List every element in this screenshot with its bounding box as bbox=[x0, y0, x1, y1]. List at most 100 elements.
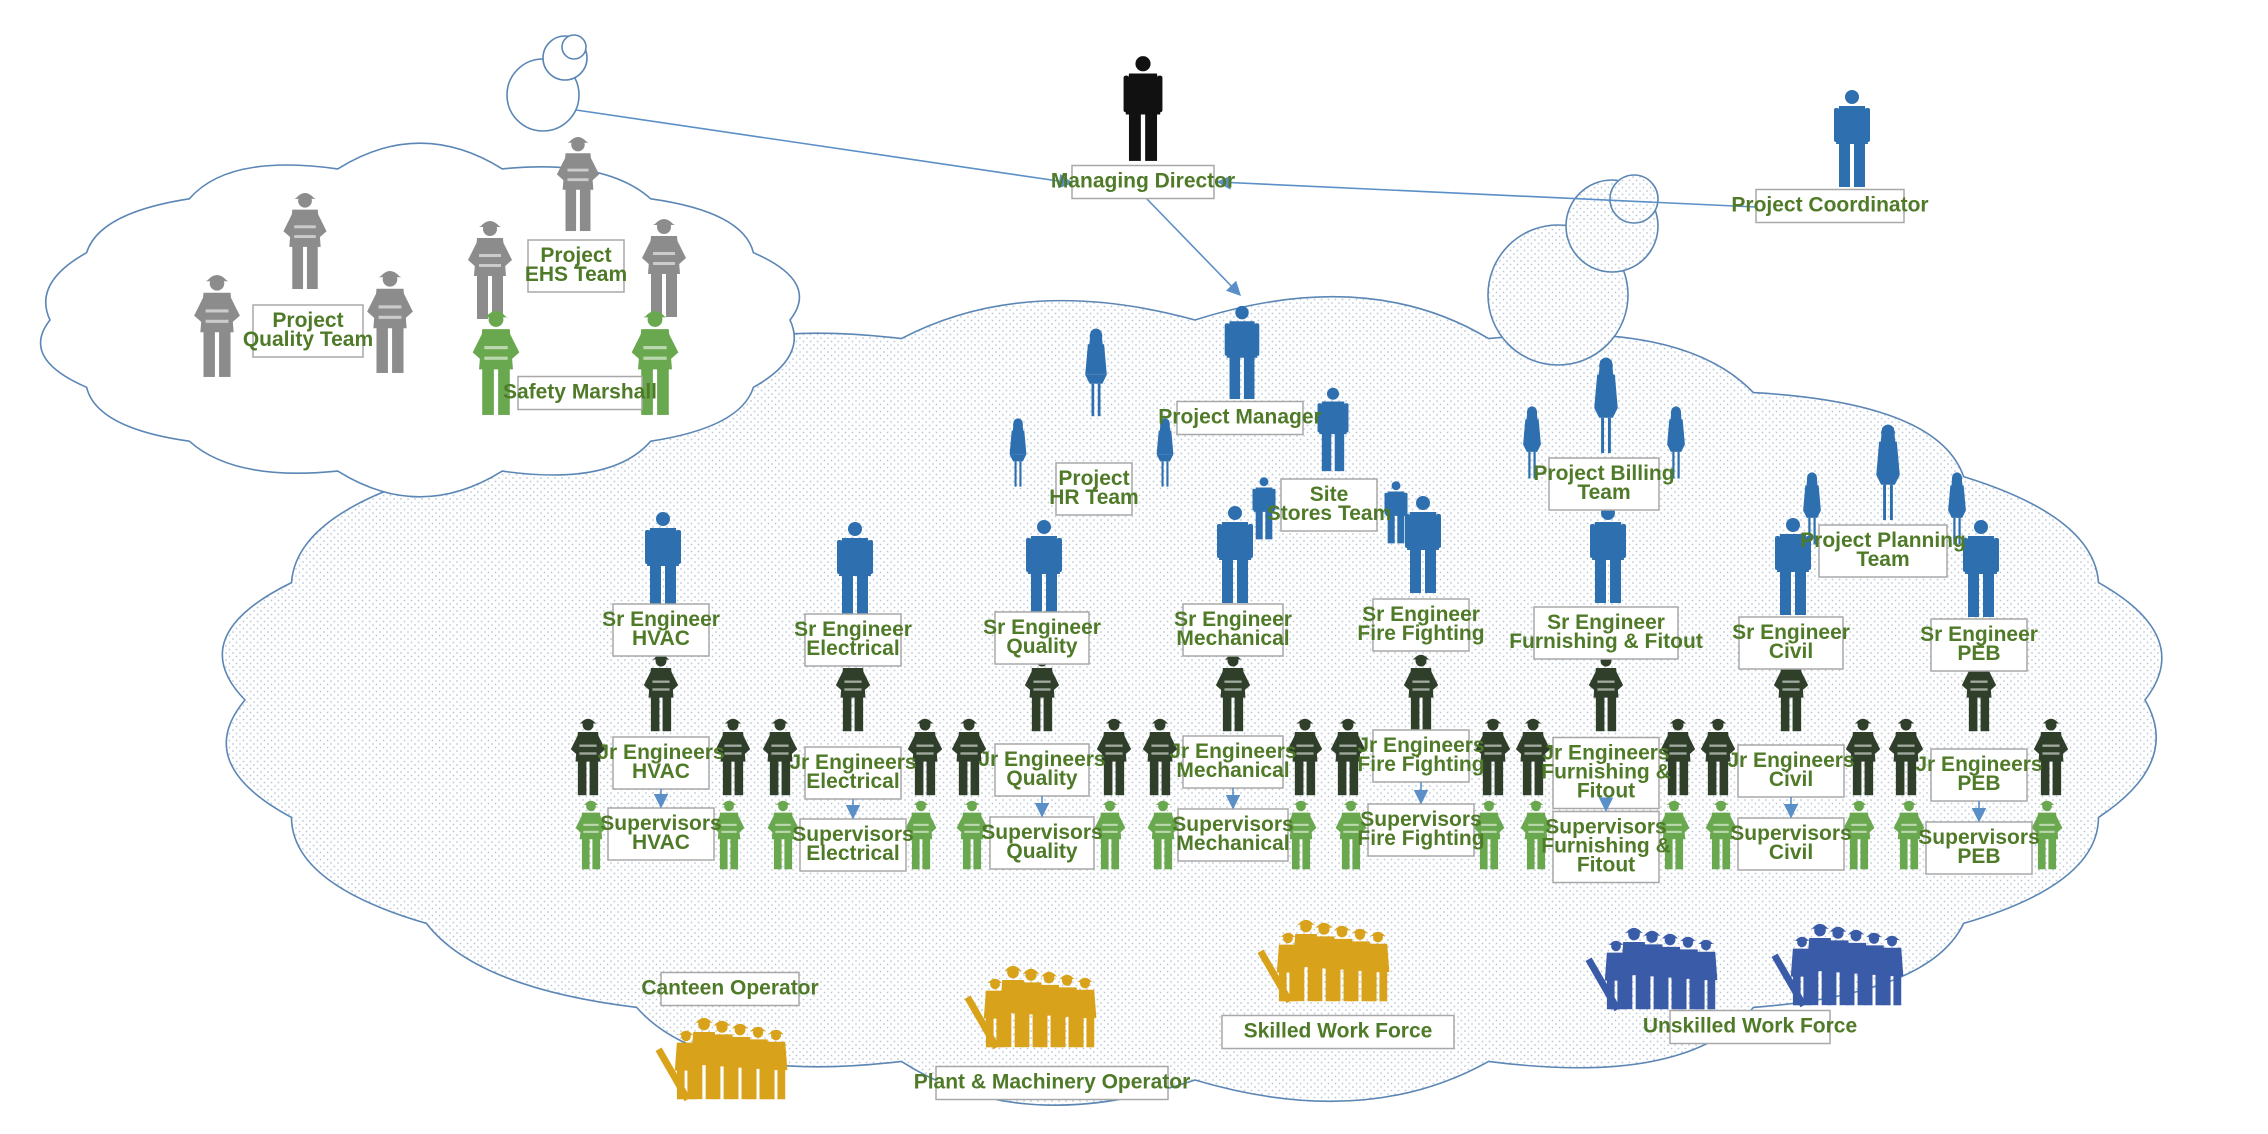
tool-icon bbox=[1257, 949, 1293, 1004]
jr-engineers-label-6-box bbox=[1737, 744, 1845, 798]
supervisor-right-icon-2 bbox=[1094, 800, 1126, 870]
jr-engineer-right-icon-0 bbox=[715, 718, 751, 796]
supervisors-label-2-box bbox=[989, 816, 1095, 870]
supervisor-left-icon-6 bbox=[1705, 800, 1737, 870]
connectors bbox=[575, 109, 1757, 297]
jr-engineer-left-icon-7 bbox=[1888, 718, 1924, 796]
supervisor-left-icon-4 bbox=[1335, 800, 1367, 870]
worker-group-member-icon bbox=[746, 1026, 770, 1100]
connector-coordinator-to-md bbox=[1216, 175, 1757, 208]
tool-icon bbox=[964, 995, 1000, 1050]
project-manager-label: Project Manager bbox=[1158, 400, 1322, 436]
supervisors-label-5-text: Supervisors bbox=[1545, 816, 1666, 839]
jr-engineers-label-4-text: Jr Engineers bbox=[1357, 734, 1484, 757]
supervisors-label-1-box bbox=[799, 818, 907, 872]
sr-engineer-label-4-text: Fire Fighting bbox=[1357, 622, 1484, 645]
sr-engineer-label-3-text: Sr Engineer bbox=[1174, 608, 1292, 631]
jr-engineer-left-icon-0 bbox=[570, 718, 606, 796]
supervisors-label-2-text: Supervisors bbox=[981, 821, 1102, 844]
billing-staff-left-icon bbox=[1523, 406, 1541, 479]
jr-engineer-left-icon-6 bbox=[1700, 718, 1736, 796]
supervisors-label-7-text: Supervisors bbox=[1918, 826, 2039, 849]
supervisor-right-icon-0 bbox=[713, 800, 745, 870]
sr-engineer-label-3-box bbox=[1182, 603, 1284, 657]
supervisor-left-icon-5 bbox=[1520, 800, 1552, 870]
project-billing-team-label-box bbox=[1548, 457, 1660, 511]
supervisors-label-7-box bbox=[1925, 821, 2033, 875]
canteen-operator-label-box bbox=[660, 971, 800, 1007]
sr-engineer-label-2-box bbox=[994, 611, 1090, 665]
sr-engineer-icon-6 bbox=[1775, 518, 1811, 615]
supervisor-right-icon-5 bbox=[1658, 800, 1690, 870]
jr-engineers-label-7-text: PEB bbox=[1957, 772, 2000, 795]
jr-engineers-label-6-text: Jr Engineers bbox=[1727, 749, 1854, 772]
jr-engineers-label-3-text: Jr Engineers bbox=[1169, 740, 1296, 763]
skilled-work-force-group-icon bbox=[1257, 919, 1390, 1004]
project-manager-label-box bbox=[1176, 400, 1304, 436]
managing-director-label-text: Managing Director bbox=[1051, 170, 1235, 193]
project-quality-team-label-text: Quality Team bbox=[243, 328, 373, 351]
jr-engineers-label-2-text: Jr Engineers bbox=[978, 748, 1105, 771]
hr-lead-icon bbox=[1085, 328, 1107, 417]
jr-engineer-right-icon-2 bbox=[1096, 718, 1132, 796]
sr-engineer-label-5-text: Furnishing & Fitout bbox=[1509, 630, 1703, 653]
jr-engineer-left-icon-3 bbox=[1142, 718, 1178, 796]
jr-engineer-right-icon-3 bbox=[1287, 718, 1323, 796]
tool-icon bbox=[655, 1047, 691, 1102]
site-stores-team-label-text: Stores Team bbox=[1267, 502, 1392, 525]
safety-marshall-label-text: Safety Marshall bbox=[503, 381, 657, 404]
supervisors-label-0-text: HVAC bbox=[632, 831, 690, 854]
supervisor-left-icon-7 bbox=[1893, 800, 1925, 870]
hr-staff-right-icon bbox=[1156, 418, 1174, 487]
supervisors-label-3-text: Mechanical bbox=[1176, 832, 1289, 855]
project-manager-icon bbox=[1224, 305, 1260, 400]
sr-engineer-label-5-box bbox=[1533, 606, 1679, 660]
worker-group-member-icon bbox=[1843, 929, 1869, 1006]
worker-group-member-icon bbox=[727, 1023, 753, 1100]
jr-engineers-label-3-text: Mechanical bbox=[1176, 759, 1289, 782]
supervisors-label-6-text: Civil bbox=[1769, 841, 1813, 864]
ehs-staff-left-icon bbox=[468, 221, 512, 319]
jr-engineer-right-icon-6 bbox=[1845, 718, 1881, 796]
jr-engineer-lead-icon-4 bbox=[1403, 654, 1439, 732]
plant-machinery-operator-label-box bbox=[935, 1065, 1169, 1101]
sr-engineer-label-4-text: Sr Engineer bbox=[1362, 603, 1480, 626]
worker-group-member-icon bbox=[1366, 931, 1390, 1002]
jr-engineers-label-5-text: Jr Engineers bbox=[1542, 742, 1669, 765]
main-cloud bbox=[221, 295, 2163, 1106]
managing-director-label: Managing Director bbox=[1051, 164, 1235, 200]
managing-director-icon bbox=[1123, 56, 1163, 161]
canteen-operator-label-text: Canteen Operator bbox=[641, 977, 818, 1000]
safety-marshall-label: Safety Marshall bbox=[503, 375, 657, 411]
jr-engineers-label-0-text: HVAC bbox=[632, 760, 690, 783]
supervisors-label-1-text: Supervisors bbox=[792, 823, 913, 846]
worker-group-member-icon bbox=[1036, 971, 1062, 1048]
project-billing-team-label-text: Project Billing bbox=[1533, 462, 1674, 485]
sr-engineer-label-5-text: Sr Engineer bbox=[1547, 611, 1665, 634]
billing-staff-right-icon bbox=[1667, 406, 1685, 479]
site-stores-team-label-box bbox=[1280, 478, 1378, 532]
supervisor-right-icon-7 bbox=[2031, 800, 2063, 870]
worker-group-member-icon bbox=[1348, 928, 1372, 1002]
connector-ehs-to-md bbox=[575, 109, 1074, 189]
jr-engineers-label-1-text: Jr Engineers bbox=[789, 751, 916, 774]
skilled-work-force-label: Skilled Work Force bbox=[1221, 1014, 1455, 1050]
project-manager-label-text: Project Manager bbox=[1158, 406, 1321, 429]
stores-lead-icon bbox=[1317, 387, 1349, 472]
sr-engineer-label-1-box bbox=[804, 613, 902, 667]
supervisors-label-4-text: Fire Fighting bbox=[1357, 827, 1484, 850]
jr-engineers-label-1-text: Electrical bbox=[806, 770, 899, 793]
jr-engineer-right-icon-4 bbox=[1475, 718, 1511, 796]
worker-group-member-icon bbox=[1073, 977, 1097, 1048]
